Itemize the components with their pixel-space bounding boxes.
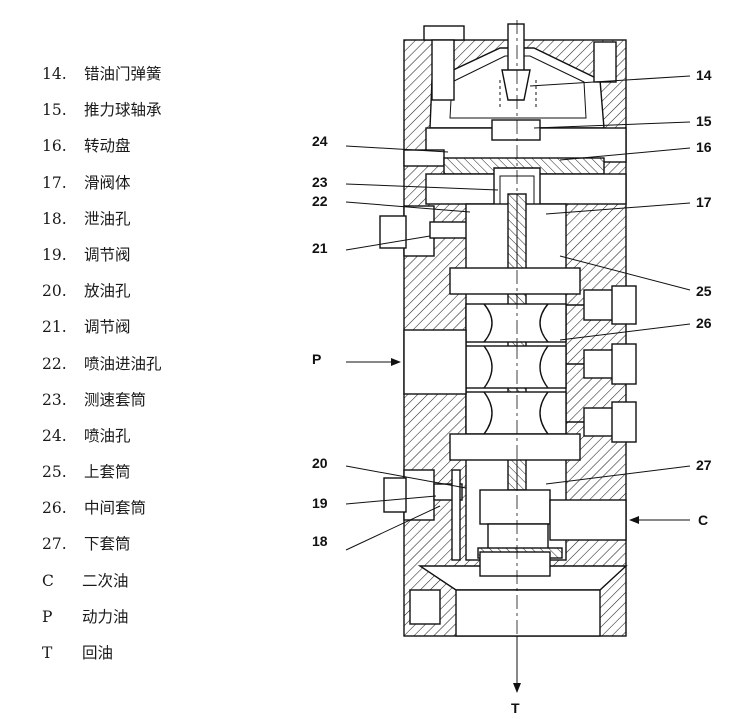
legend-item-text: 调节阀 bbox=[84, 318, 131, 337]
legend-item-id: 26. bbox=[42, 499, 67, 518]
callout-18: 18 bbox=[312, 533, 328, 549]
legend-item-id: C bbox=[42, 571, 54, 590]
legend-item-id: 17. bbox=[42, 173, 67, 192]
legend-item: 16. 转动盘 bbox=[30, 128, 290, 164]
callout-labels: 14 15 16 17 25 26 27 C 24 23 22 21 P 20 … bbox=[312, 67, 712, 716]
legend-item-text: 调节阀 bbox=[84, 245, 131, 264]
callout-27: 27 bbox=[696, 457, 712, 473]
legend-item: 18. 泄油孔 bbox=[30, 201, 290, 237]
callout-15: 15 bbox=[696, 113, 712, 129]
legend-item-id: 16. bbox=[42, 137, 67, 156]
legend-item-text: 动力油 bbox=[82, 607, 129, 626]
callout-21: 21 bbox=[312, 240, 328, 256]
legend-item: 23. 测速套筒 bbox=[30, 382, 290, 418]
callout-14: 14 bbox=[696, 67, 712, 83]
callout-17: 17 bbox=[696, 194, 712, 210]
legend-item-text: 喷油孔 bbox=[84, 426, 131, 445]
legend-item-id: 20. bbox=[42, 282, 67, 301]
legend-item-text: 放油孔 bbox=[84, 282, 131, 301]
legend-item-text: 推力球轴承 bbox=[84, 101, 162, 120]
callout-20: 20 bbox=[312, 455, 328, 471]
legend-item-text: 下套筒 bbox=[84, 535, 131, 554]
port-c-label: C bbox=[698, 512, 708, 528]
callout-24: 24 bbox=[312, 133, 328, 149]
port-p-label: P bbox=[312, 351, 321, 367]
callout-16: 16 bbox=[696, 139, 712, 155]
legend-item: 21. 调节阀 bbox=[30, 309, 290, 345]
legend-item: P 动力油 bbox=[30, 599, 290, 635]
legend-item-id: 27. bbox=[42, 535, 67, 554]
legend-item: 26. 中间套筒 bbox=[30, 490, 290, 526]
legend-item: T 回油 bbox=[30, 635, 290, 671]
legend-item: 24. 喷油孔 bbox=[30, 418, 290, 454]
legend-item-text: 滑阀体 bbox=[84, 173, 131, 192]
legend-item-id: 15. bbox=[42, 101, 67, 120]
legend-item-text: 二次油 bbox=[82, 571, 129, 590]
legend-item: 22. 喷油进油孔 bbox=[30, 346, 290, 382]
legend-item-id: 19. bbox=[42, 245, 67, 264]
callout-19: 19 bbox=[312, 495, 328, 511]
leader-lines bbox=[345, 75, 691, 693]
legend-item-id: 24. bbox=[42, 426, 67, 445]
callout-25: 25 bbox=[696, 283, 712, 299]
port-t-label: T bbox=[511, 700, 520, 716]
legend-item-text: 转动盘 bbox=[84, 137, 131, 156]
legend-item: 19. 调节阀 bbox=[30, 237, 290, 273]
legend-item-id: 21. bbox=[42, 318, 67, 337]
legend-item-id: T bbox=[42, 644, 53, 662]
callout-23: 23 bbox=[312, 174, 328, 190]
callout-22: 22 bbox=[312, 193, 328, 209]
legend-item-text: 中间套筒 bbox=[84, 499, 147, 518]
legend-item-id: P bbox=[42, 607, 53, 626]
legend-item-id: 25. bbox=[42, 463, 67, 482]
legend-item: 14. 错油门弹簧 bbox=[30, 56, 290, 92]
callout-26: 26 bbox=[696, 315, 712, 331]
legend-item: 27. 下套筒 bbox=[30, 526, 290, 562]
valve-body bbox=[379, 20, 637, 660]
legend-item-text: 错油门弹簧 bbox=[84, 65, 162, 83]
legend-item-text: 泄油孔 bbox=[84, 209, 131, 228]
component-legend: 14. 错油门弹簧 15. 推力球轴承 16. 转动盘 17. 滑阀体 18. 泄油孔 19. 调节阀… bbox=[30, 56, 290, 671]
legend-item-id: 22. bbox=[42, 354, 67, 373]
legend-item: C 二次油 bbox=[30, 563, 290, 599]
legend-item-text: 喷油进油孔 bbox=[84, 354, 162, 373]
legend-item-text: 上套筒 bbox=[84, 463, 131, 482]
legend-item: 20. 放油孔 bbox=[30, 273, 290, 309]
legend-item-id: 23. bbox=[42, 390, 67, 409]
legend-item-id: 18. bbox=[42, 209, 67, 228]
legend-item-text: 回油 bbox=[82, 644, 114, 662]
legend-item: 25. 上套筒 bbox=[30, 454, 290, 490]
legend-item: 15. 推力球轴承 bbox=[30, 92, 290, 128]
legend-item-id: 14. bbox=[42, 65, 67, 83]
legend-item: 17. 滑阀体 bbox=[30, 165, 290, 201]
legend-item-text: 测速套筒 bbox=[84, 390, 147, 409]
